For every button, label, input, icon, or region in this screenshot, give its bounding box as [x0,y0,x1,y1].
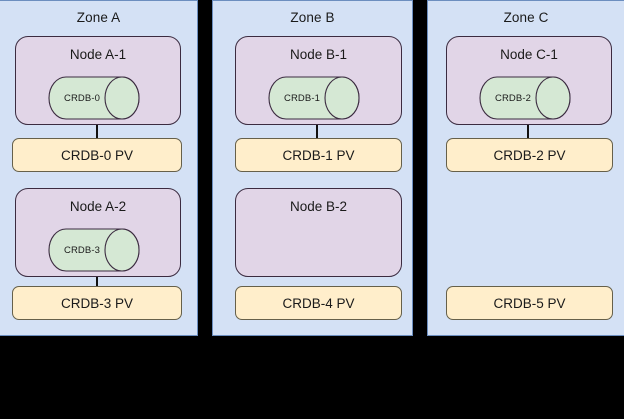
node-box-b-2[interactable]: Node B-2 [235,188,402,277]
cylinder-icon [268,76,360,120]
cylinder-icon [48,76,140,120]
database-label-crdb-2: CRDB-2 [495,92,531,104]
zone-title-a: Zone A [76,10,121,25]
database-label-crdb-3: CRDB-3 [64,244,100,256]
zone-panel-a: Zone A Node A-1 CRDB-0 CRDB-0 PV Node A-… [0,0,198,336]
pv-box-crdb-4[interactable]: CRDB-4 PV [235,286,402,320]
pv-box-crdb-2[interactable]: CRDB-2 PV [446,138,613,172]
node-box-b-1[interactable]: Node B-1 CRDB-1 [235,36,402,125]
connector-crdb-3-to-pv [96,277,98,287]
pv-box-crdb-5[interactable]: CRDB-5 PV [446,286,613,320]
pv-box-crdb-0[interactable]: CRDB-0 PV [12,138,182,172]
database-cylinder-crdb-1[interactable]: CRDB-1 [268,76,368,120]
cylinder-icon [48,228,140,272]
node-title-c-1: Node C-1 [500,47,558,62]
zone-panel-c: Zone C Node C-1 CRDB-2 CRDB-2 PV CRDB-5 … [427,0,624,336]
database-cylinder-crdb-0[interactable]: CRDB-0 [48,76,148,120]
node-title-a-1: Node A-1 [69,47,127,62]
zone-title-b: Zone B [290,10,335,25]
pv-box-crdb-1[interactable]: CRDB-1 PV [235,138,402,172]
connector-crdb-2-to-pv [527,125,529,138]
node-title-b-1: Node B-1 [289,47,348,62]
zone-title-c: Zone C [503,10,549,25]
connector-crdb-1-to-pv [316,125,318,138]
pv-box-crdb-3[interactable]: CRDB-3 PV [12,286,182,320]
database-label-crdb-1: CRDB-1 [284,92,320,104]
node-box-a-2[interactable]: Node A-2 CRDB-3 [15,188,181,277]
database-cylinder-crdb-3[interactable]: CRDB-3 [48,228,148,272]
database-label-crdb-0: CRDB-0 [64,92,100,104]
zone-panel-b: Zone B Node B-1 CRDB-1 CRDB-1 PV Node B-… [212,0,413,336]
database-cylinder-crdb-2[interactable]: CRDB-2 [479,76,579,120]
node-box-a-1[interactable]: Node A-1 CRDB-0 [15,36,181,125]
node-title-a-2: Node A-2 [69,199,127,214]
node-title-b-2: Node B-2 [289,199,348,214]
node-box-c-1[interactable]: Node C-1 CRDB-2 [446,36,612,125]
connector-crdb-0-to-pv [96,125,98,138]
cylinder-icon [479,76,571,120]
